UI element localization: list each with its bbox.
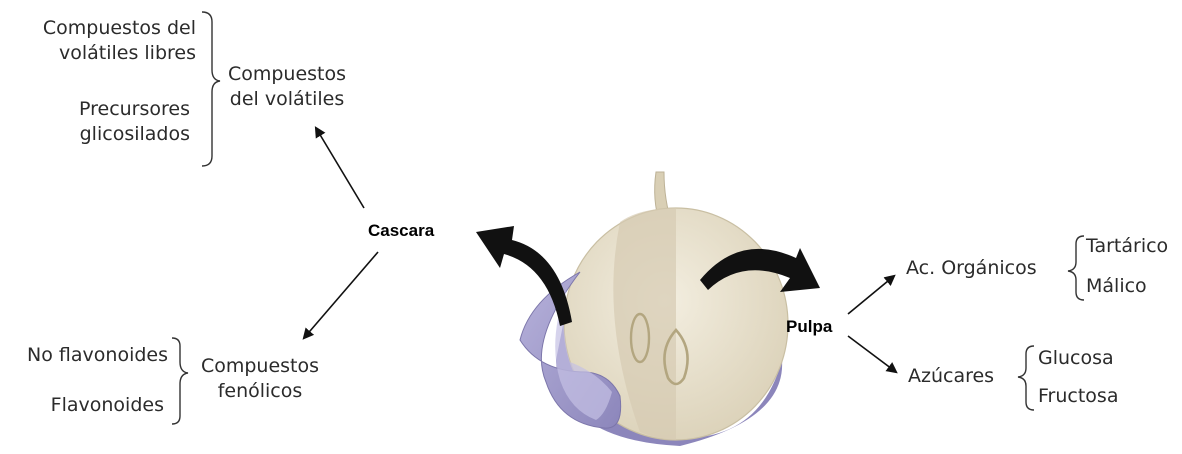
volatiles-title-line1: Compuestos — [218, 62, 356, 87]
phenolics-title-line1: Compuestos — [192, 354, 328, 379]
pulpa-label: Pulpa — [786, 314, 832, 339]
brace-phenolics — [172, 338, 188, 424]
arrow-cascara-to-volatiles — [316, 128, 364, 208]
phenolics-title: Compuestos fenólicos — [192, 354, 328, 404]
arrow-pulpa-to-acids — [848, 276, 894, 314]
glycosylated-precursors-label: Precursores glicosilados — [0, 97, 190, 147]
glycosylated-line1: Precursores — [0, 97, 190, 122]
volatiles-title-line2: del volátiles — [218, 87, 356, 112]
volatiles-free-line1: Compuestos del — [0, 16, 196, 41]
fructose-label: Fructosa — [1038, 384, 1118, 409]
arrow-cascara-to-phenolics — [304, 252, 378, 338]
brace-sugars — [1018, 346, 1034, 410]
volatiles-free-line2: volátiles libres — [0, 41, 196, 66]
phenolics-title-line2: fenólicos — [192, 379, 328, 404]
flavonoids-label: Flavonoides — [0, 393, 164, 418]
brace-acids — [1068, 236, 1084, 300]
malic-label: Málico — [1086, 274, 1147, 299]
non-flavonoids-label: No flavonoides — [0, 343, 168, 368]
glucose-label: Glucosa — [1038, 346, 1114, 371]
sugars-title: Azúcares — [908, 364, 994, 389]
tartaric-label: Tartárico — [1086, 234, 1168, 259]
volatiles-free-label: Compuestos del volátiles libres — [0, 16, 196, 66]
cascara-label: Cascara — [368, 218, 434, 243]
volatiles-title: Compuestos del volátiles — [218, 62, 356, 112]
organic-acids-title: Ac. Orgánicos — [906, 256, 1037, 281]
arrow-pulpa-to-sugars — [848, 336, 896, 372]
glycosylated-line2: glicosilados — [0, 122, 190, 147]
curved-arrow-to-cascara — [476, 226, 572, 326]
